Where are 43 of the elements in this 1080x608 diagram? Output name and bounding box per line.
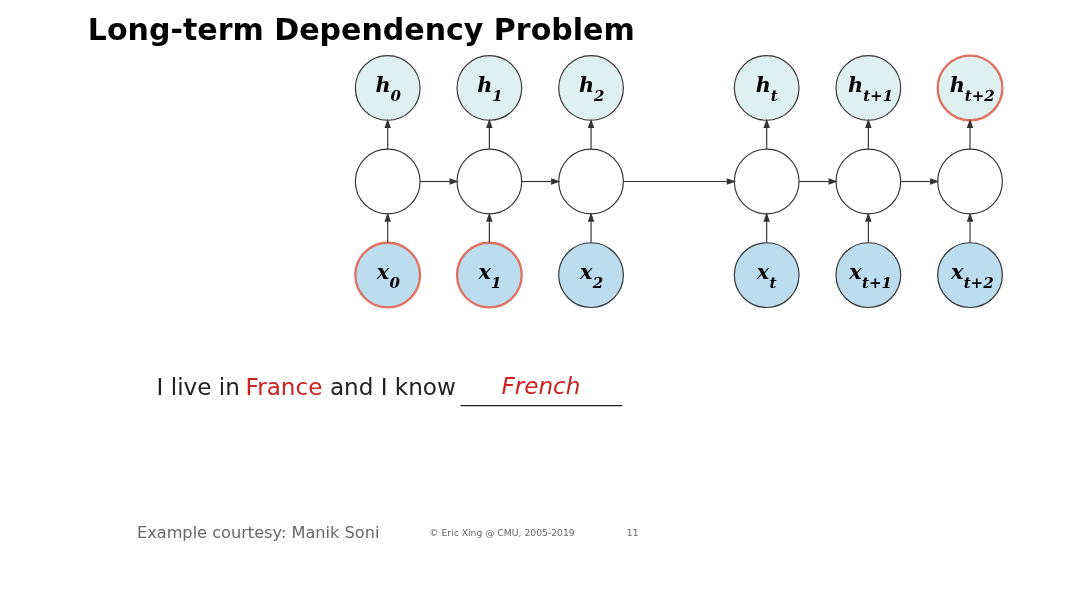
node-circle: h$_{0}$	[354, 55, 421, 121]
arrow	[383, 118, 391, 150]
node-circle: x$_{1}$	[455, 241, 523, 309]
arrow	[762, 118, 770, 150]
node-circle: x$_{t+2}$	[936, 242, 1003, 309]
label: and I know	[329, 374, 456, 401]
arrow	[798, 178, 838, 185]
node-circle: x$_{t+1}$	[834, 242, 901, 309]
node-circle	[834, 148, 901, 215]
node-circle: h$_{t}$	[733, 55, 800, 121]
label: France	[245, 374, 322, 401]
arrow	[520, 178, 560, 185]
label: 11	[626, 527, 639, 539]
node-circle: h$_{t+1}$	[834, 55, 901, 121]
arrow	[485, 212, 493, 244]
arrow	[419, 178, 459, 185]
node-circle	[354, 148, 421, 215]
node-circle	[557, 148, 624, 215]
arrow	[899, 178, 939, 185]
label: I live in	[156, 374, 240, 401]
node-circle: x$_{0}$	[353, 241, 421, 309]
arrow	[966, 212, 973, 244]
arrow	[622, 178, 736, 185]
node-circle: h$_{1}$	[455, 55, 522, 121]
diagram-title: Long-term Dependency Problem	[87, 12, 635, 48]
label: © Eric Xing @ CMU, 2005-2019	[428, 527, 575, 539]
node-circle	[936, 148, 1003, 215]
arrow	[966, 118, 973, 150]
node-circle	[455, 148, 522, 215]
label: Example courtesy: Manik Soni	[136, 523, 379, 543]
label: French	[501, 373, 580, 400]
node-circle: x$_{t}$	[733, 242, 800, 309]
arrow	[587, 212, 594, 244]
arrow	[762, 212, 770, 244]
arrow	[485, 118, 493, 150]
arrow	[864, 118, 872, 150]
node-circle: h$_{t+2}$	[936, 54, 1004, 122]
arrow	[587, 118, 594, 150]
node-circle: x$_{2}$	[557, 242, 624, 309]
arrow	[864, 212, 872, 244]
node-circle	[733, 148, 800, 215]
node-circle: h$_{2}$	[557, 55, 624, 121]
arrow	[383, 212, 391, 244]
